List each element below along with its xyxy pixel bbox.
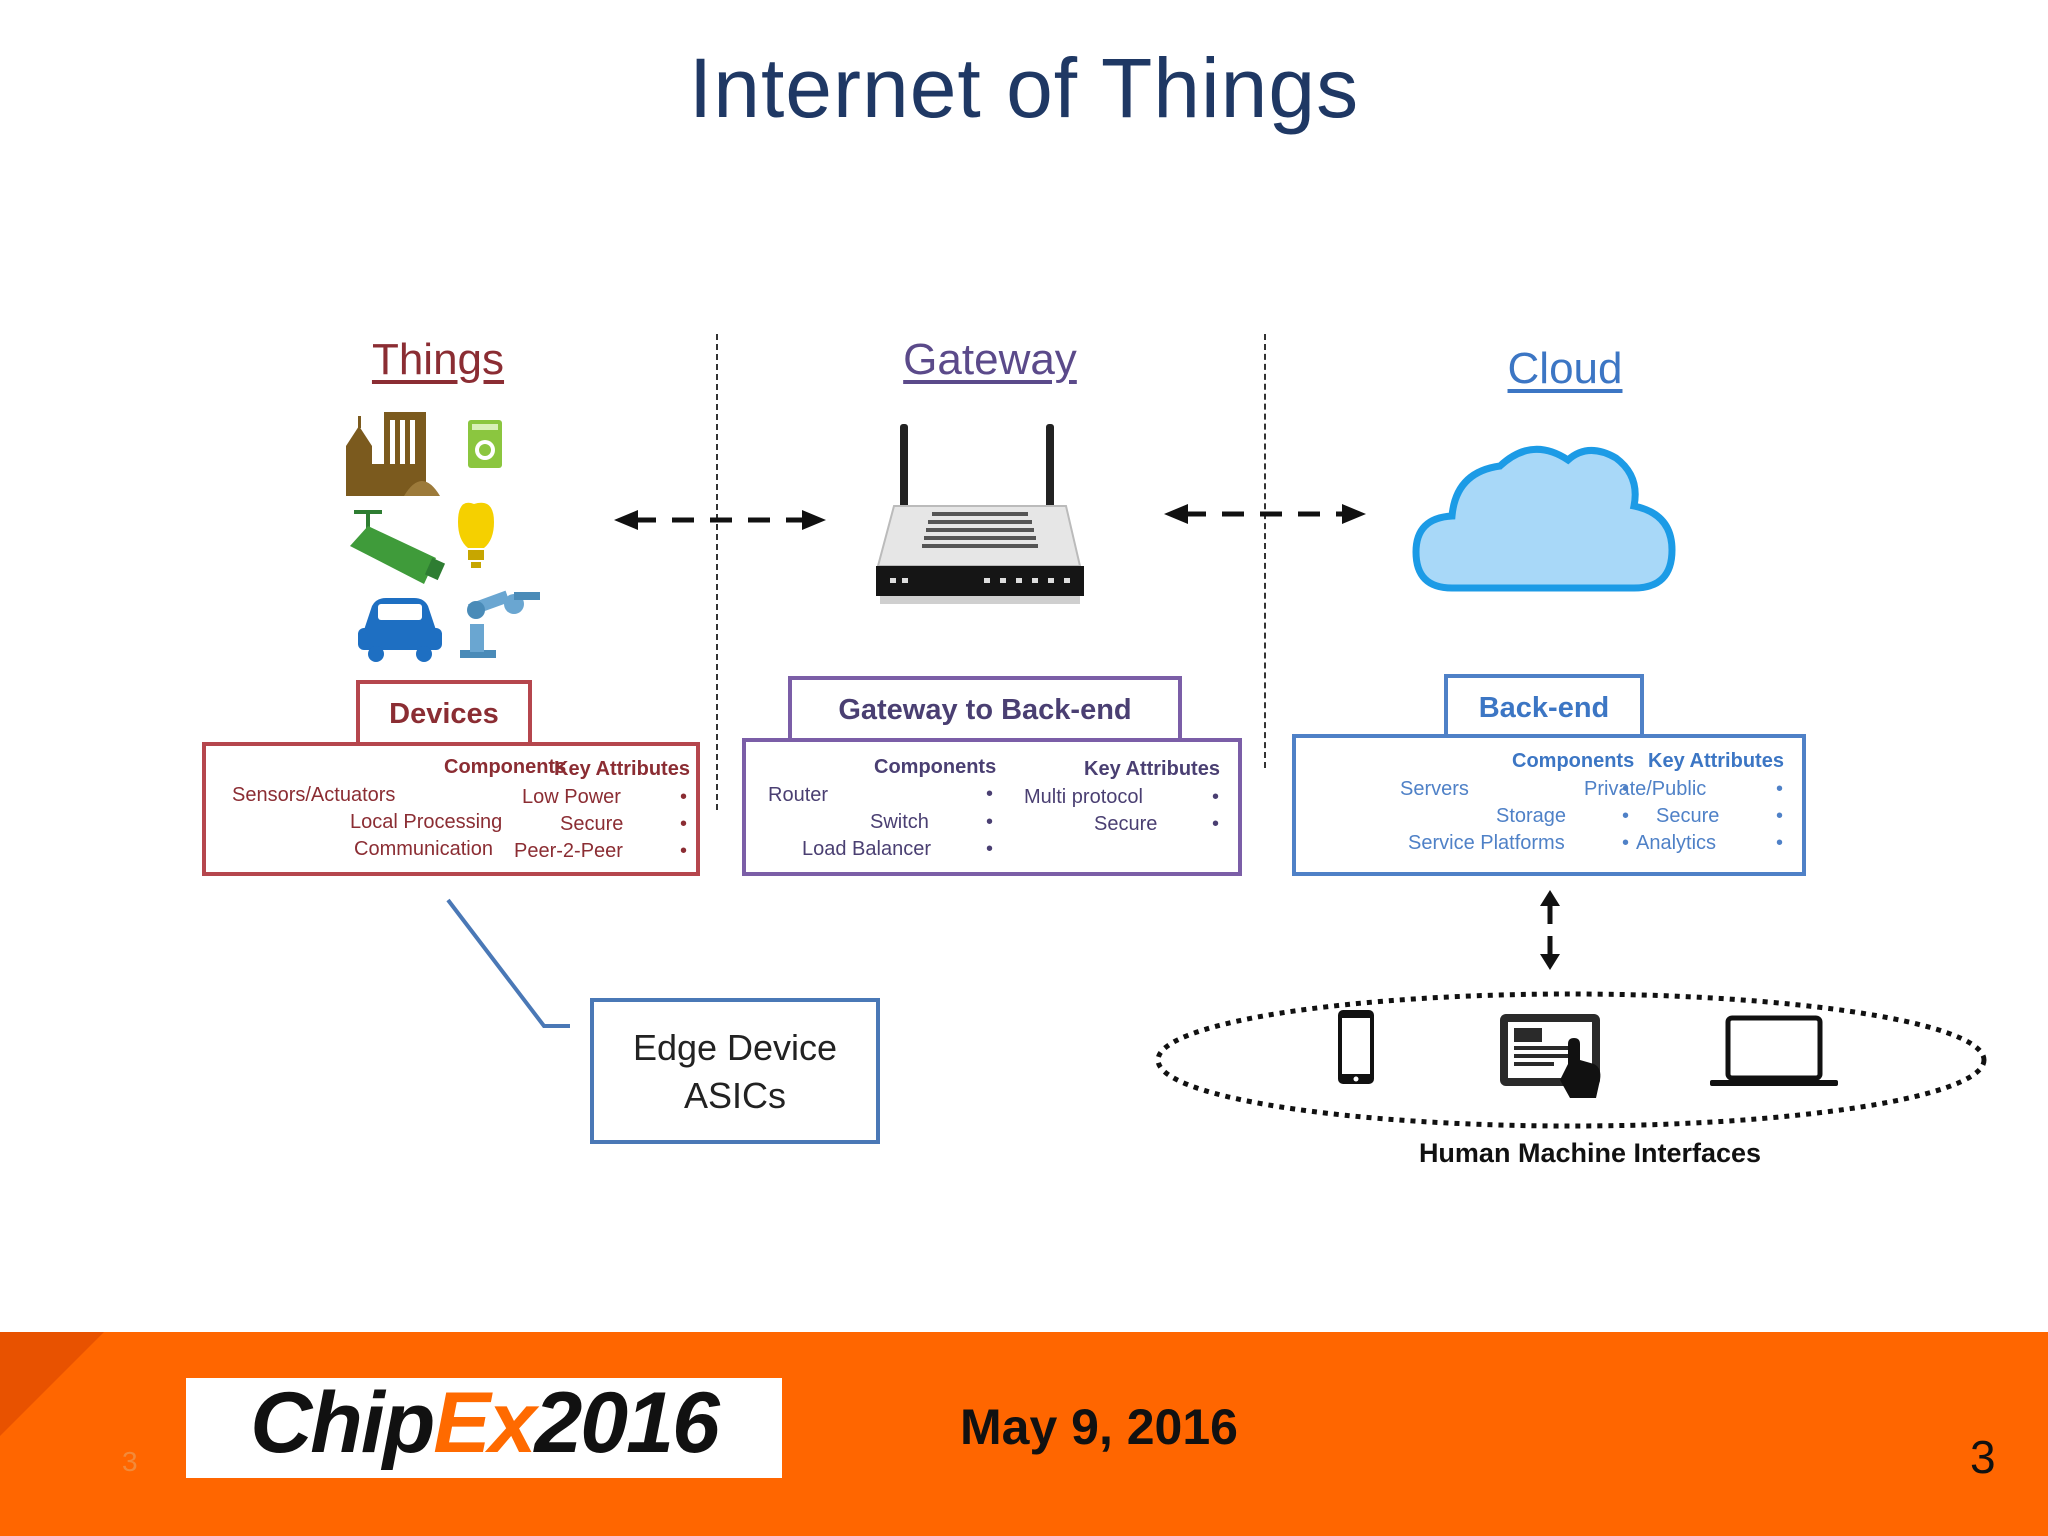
gateway-backend-panel <box>742 738 1242 876</box>
devices-bullet-2: • <box>680 813 688 835</box>
gateway-component-3: Load Balancer <box>802 838 931 860</box>
logo-ex: Ex <box>433 1375 536 1471</box>
backend-component-1: Servers <box>1400 778 1469 800</box>
backend-attr-bullet-1: • <box>1776 778 1784 800</box>
backend-bullet-3: • <box>1622 832 1630 854</box>
devices-attribute-1: Low Power <box>522 786 621 808</box>
backend-attribute-1: Private/Public <box>1584 778 1707 800</box>
devices-attributes-header: Key Attributes <box>554 758 690 780</box>
devices-component-2: Local Processing <box>350 811 503 833</box>
light-bulb-icon <box>458 502 494 568</box>
gateway-components-header: Components <box>874 756 997 778</box>
chipex-logo: ChipEx2016 <box>186 1374 782 1473</box>
gateway-heading: Gateway <box>903 335 1077 384</box>
hmi-group <box>1155 991 1987 1129</box>
backend-bullet-2: • <box>1622 805 1630 827</box>
gateway-attribute-1: Multi protocol <box>1024 786 1143 808</box>
backend-tab: Back-end <box>1444 674 1644 742</box>
separator-gateway-cloud <box>1264 334 1266 768</box>
separator-things-gateway <box>716 334 718 810</box>
backend-attributes-header: Key Attributes <box>1648 750 1784 772</box>
devices-component-1: Sensors/Actuators <box>232 784 396 806</box>
gateway-bullet-1: • <box>986 783 994 805</box>
page-number: 3 <box>1970 1431 1996 1483</box>
washing-machine-icon <box>468 420 502 468</box>
security-camera-icon <box>350 510 446 584</box>
devices-component-3: Communication <box>354 838 493 860</box>
footer-date: May 9, 2016 <box>960 1399 1238 1455</box>
things-icons <box>346 412 540 662</box>
backend-bullet-1: • <box>1622 778 1630 800</box>
gateway-backend-tab: Gateway to Back-end <box>788 676 1182 744</box>
page-number-small: 3 <box>122 1446 138 1477</box>
arrow-gateway-cloud <box>1164 504 1366 524</box>
gateway-attr-bullet-1: • <box>1212 786 1220 808</box>
cloud-icon <box>1412 445 1676 592</box>
backend-components-header: Components <box>1512 750 1635 772</box>
things-heading: Things <box>371 335 505 384</box>
backend-component-3: Service Platforms <box>1408 832 1565 854</box>
backend-attr-bullet-3: • <box>1776 832 1784 854</box>
gateway-attributes-header: Key Attributes <box>1084 758 1220 780</box>
city-buildings-icon <box>346 412 440 496</box>
backend-attribute-2: Secure <box>1656 805 1720 827</box>
logo-year: 2016 <box>534 1375 719 1471</box>
chipex-logo-box <box>186 1378 782 1478</box>
backend-component-2: Storage <box>1496 805 1567 827</box>
edge-device-line2: ASICs <box>683 1075 787 1116</box>
devices-components-header: Components <box>444 756 567 778</box>
devices-attribute-2: Secure <box>560 813 624 835</box>
page-title: Internet of Things <box>688 41 1360 135</box>
cloud-heading: Cloud <box>1507 344 1623 393</box>
devices-attribute-3: Peer-2-Peer <box>514 840 623 862</box>
devices-panel <box>202 742 700 876</box>
gateway-attr-bullet-2: • <box>1212 813 1220 835</box>
arrow-things-gateway <box>614 510 826 530</box>
edge-device-box: Edge Device ASICs <box>590 998 880 1144</box>
laptop-icon <box>1710 1015 1838 1086</box>
arrow-backend-hmi <box>1540 890 1560 970</box>
tablet-touch-icon <box>1500 1014 1601 1098</box>
hmi-dotted-ellipse <box>1155 991 1987 1129</box>
gateway-attribute-2: Secure <box>1094 813 1158 835</box>
backend-panel <box>1292 734 1806 876</box>
edge-device-line1: Edge Device <box>632 1027 838 1068</box>
logo-chip: Chip <box>250 1375 435 1471</box>
gateway-component-2: Switch <box>870 811 929 833</box>
hmi-label: Human Machine Interfaces <box>1418 1138 1762 1168</box>
devices-tab: Devices <box>356 680 532 748</box>
backend-attr-bullet-2: • <box>1776 805 1784 827</box>
smartphone-icon <box>1338 1010 1374 1084</box>
devices-bullet-1: • <box>680 786 688 808</box>
car-icon <box>358 598 442 662</box>
gateway-bullet-2: • <box>986 811 994 833</box>
footer-corner-fold <box>0 1332 104 1436</box>
robot-arm-icon <box>460 590 540 658</box>
gateway-bullet-3: • <box>986 838 994 860</box>
router-icon <box>876 424 1084 604</box>
devices-bullet-3: • <box>680 840 688 862</box>
edge-callout-line <box>446 898 570 1028</box>
backend-attribute-3: Analytics <box>1636 832 1717 854</box>
gateway-component-1: Router <box>768 784 829 806</box>
